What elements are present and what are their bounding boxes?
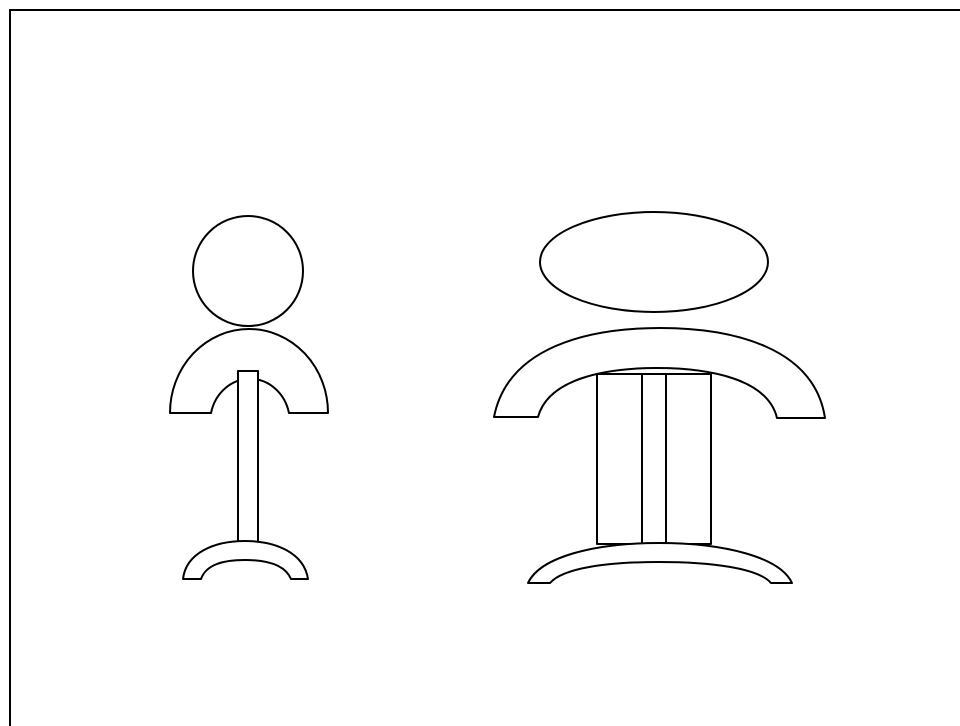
large-figure-right-post	[666, 374, 711, 544]
frame-border	[10, 10, 960, 726]
large-figure-center-post	[642, 374, 666, 544]
large-figure-head-ellipse	[540, 212, 768, 312]
small-figure-head-circle	[193, 216, 303, 326]
large-figure-left-post	[597, 374, 642, 544]
small-figure-post	[238, 371, 258, 543]
